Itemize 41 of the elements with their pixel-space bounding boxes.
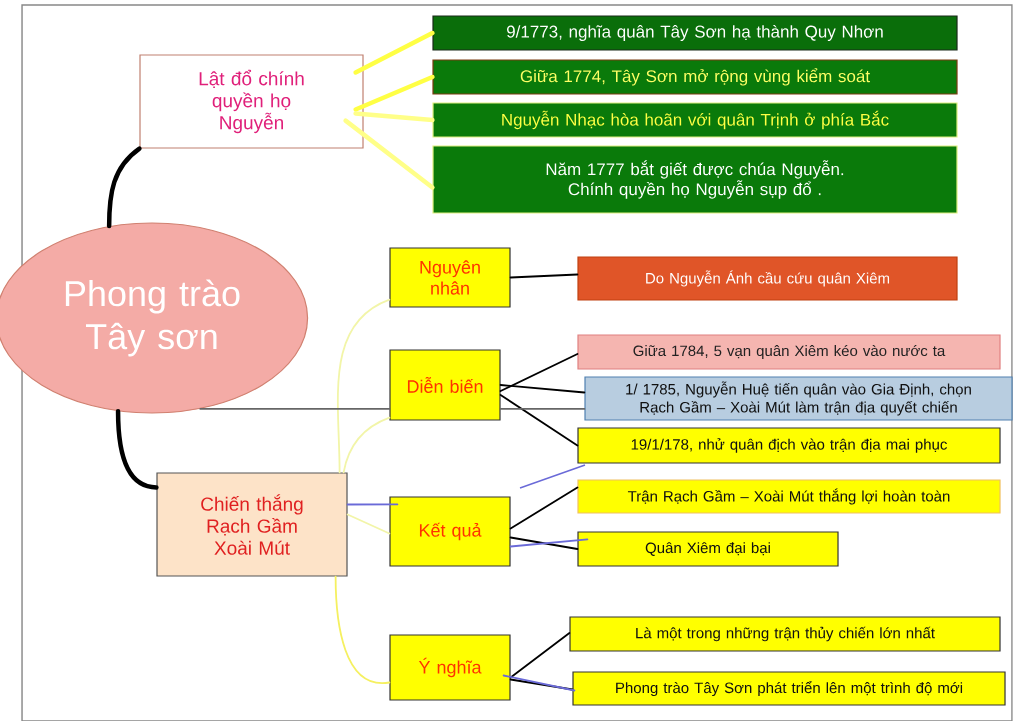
connector-line bbox=[499, 353, 579, 392]
event-box: Nguyễn Nhạc hòa hoãn với quân Trịnh ở phía Bắc bbox=[432, 102, 958, 138]
connector-line bbox=[353, 30, 435, 75]
connector-line bbox=[499, 384, 586, 394]
connector-line bbox=[509, 632, 571, 679]
connector-line bbox=[353, 74, 435, 112]
connector-line bbox=[499, 408, 586, 410]
detail-box: Phong trào Tây Sơn phát triển lên một trình độ mới bbox=[572, 671, 1006, 706]
connector-line bbox=[353, 111, 435, 123]
connector-curve bbox=[342, 416, 391, 474]
detail-box: 1/ 1785, Nguyễn Huệ tiến quân vào Gia Định, chọn Rạch Gầm – Xoài Mút làm trận địa quyết chiến bbox=[584, 376, 1013, 421]
connector-curve bbox=[334, 575, 391, 684]
topic-box: Chiến thắng Rạch Gầm Xoài Mút bbox=[156, 472, 348, 577]
connector-line bbox=[499, 394, 579, 447]
category-box: Diễn biến bbox=[389, 349, 501, 421]
connector-line bbox=[199, 408, 391, 410]
event-box: 9/1773, nghĩa quân Tây Sơn hạ thành Quy Nhơn bbox=[432, 15, 958, 51]
detail-box: Do Nguyễn Ánh cầu cứu quân Xiêm bbox=[577, 256, 958, 301]
connector-line bbox=[509, 486, 579, 530]
connector-line bbox=[509, 536, 579, 550]
detail-box: Giữa 1784, 5 vạn quân Xiêm kéo vào nước ta bbox=[577, 334, 1001, 370]
connector-curve bbox=[106, 146, 142, 229]
detail-box: 19/1/178, nhử quân địch vào trận địa mai phục bbox=[577, 427, 1001, 464]
detail-box: Quân Xiêm đại bại bbox=[577, 531, 839, 567]
category-box: Ý nghĩa bbox=[389, 634, 511, 701]
event-box: Giữa 1774, Tây Sơn mở rộng vùng kiểm soát bbox=[432, 59, 958, 95]
connector-line bbox=[509, 273, 579, 279]
connector-curve bbox=[115, 409, 159, 490]
connector-line bbox=[509, 678, 574, 691]
connector-line bbox=[343, 118, 435, 190]
connector-line bbox=[346, 503, 399, 506]
connector-line bbox=[509, 538, 589, 548]
detail-box: Trận Rạch Gầm – Xoài Mút thắng lợi hoàn toàn bbox=[577, 479, 1001, 514]
event-box: Năm 1777 bắt giết được chúa Nguyễn. Chính quyền họ Nguyễn sụp đổ . bbox=[432, 145, 958, 214]
detail-box: Là một trong những trận thủy chiến lớn nhất bbox=[569, 616, 1001, 652]
connector-line bbox=[502, 674, 576, 692]
connector-curve bbox=[336, 298, 391, 474]
topic-box: Lật đổ chính quyền họ Nguyễn bbox=[139, 54, 364, 149]
connector-line bbox=[346, 513, 391, 535]
category-box: Kết quả bbox=[389, 496, 511, 567]
category-box: Nguyên nhân bbox=[389, 247, 511, 308]
